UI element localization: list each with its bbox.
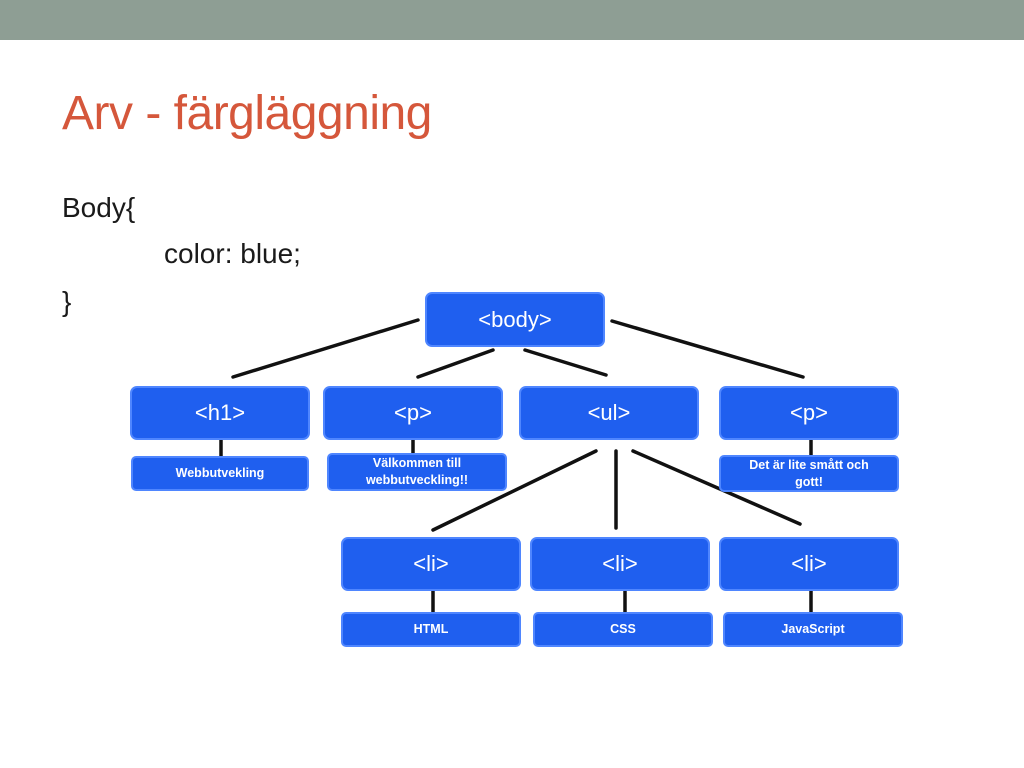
tree-node-p: <p> [323, 386, 503, 440]
tree-node-li: <li> [719, 537, 899, 591]
tree-text-li: CSS [533, 612, 713, 647]
tree-node-body: <body> [425, 292, 605, 347]
tree-node-label: <li> [791, 551, 827, 576]
tree-node-label: <ul> [587, 400, 631, 425]
tree-node-label: <body> [478, 306, 552, 332]
edge-body-p1 [416, 348, 495, 379]
tree-node-label: <p> [394, 400, 432, 425]
tree-node-p: <p> [719, 386, 899, 440]
code-line-declaration: color: blue; [164, 238, 301, 269]
tree-text-p: Välkommen till webbutveckling!! [327, 453, 507, 491]
code-line-close: } [62, 286, 72, 317]
tree-node-label: <h1> [194, 400, 246, 425]
tree-text-label: HTML [413, 622, 449, 636]
tree-text-label: Webbutvekling [175, 466, 265, 480]
tree-node-li: <li> [341, 537, 521, 591]
tree-node-h1: <h1> [130, 386, 310, 440]
tree-text-li: HTML [341, 612, 521, 647]
tree-text-label: CSS [610, 622, 636, 636]
tree-node-label: <li> [602, 551, 638, 576]
tree-text-h1: Webbutvekling [131, 456, 309, 491]
tree-node-li: <li> [530, 537, 710, 591]
tree-node-label: <li> [413, 551, 449, 576]
tree-text-label: Välkommen till webbutveckling!! [365, 456, 469, 487]
slide-title: Arv - färgläggning [62, 87, 432, 140]
tree-text-p: Det är lite smått och gott! [719, 455, 899, 492]
tree-text-label: Det är lite smått och gott! [749, 457, 869, 489]
tree-node-ul: <ul> [519, 386, 699, 440]
header-bar [0, 0, 1024, 40]
edge-body-ul [523, 348, 608, 377]
tree-text-li: JavaScript [723, 612, 903, 647]
code-line-open: Body{ [62, 192, 136, 223]
edge-body-h1 [231, 318, 420, 379]
tree-text-label: JavaScript [781, 622, 845, 636]
edge-body-p2 [610, 319, 805, 379]
tree-node-label: <p> [790, 400, 828, 425]
